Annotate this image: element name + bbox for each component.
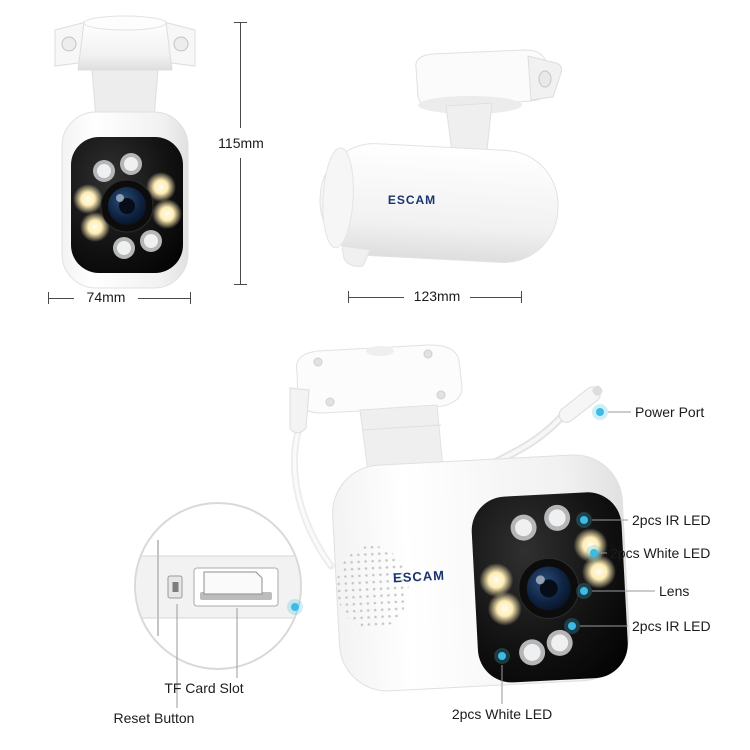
- callout-leaders: [176, 404, 655, 708]
- screw: [313, 357, 323, 367]
- neck: [91, 69, 159, 119]
- white-leds: [73, 172, 182, 242]
- screw: [436, 390, 446, 400]
- callout-label-white-led-bottom: 2pcs White LED: [451, 706, 553, 722]
- screw-hole-left: [61, 36, 77, 52]
- callout-label-ir-led-bottom: 2pcs IR LED: [632, 618, 711, 634]
- mount-clip: [289, 387, 310, 434]
- camera-body: [332, 454, 630, 692]
- ir-led-bottom-dot: [568, 622, 576, 630]
- lens-icon: [518, 557, 580, 619]
- speaker-grille: [336, 545, 409, 630]
- brand-logo-side: ESCAM: [387, 193, 437, 207]
- dimension-lines: [48, 22, 522, 304]
- front-view-camera: [54, 15, 196, 289]
- white-leds: [479, 528, 616, 626]
- callout-label-power-port: Power Port: [635, 404, 705, 420]
- callout-label-tf-card-slot: TF Card Slot: [164, 680, 244, 696]
- power-port-connector: [558, 385, 603, 423]
- lens-icon: [100, 179, 154, 233]
- callout-label-ir-led-top: 2pcs IR LED: [632, 512, 711, 528]
- screw: [325, 397, 335, 407]
- screw-hole-right: [173, 36, 189, 52]
- callout-label-lens: Lens: [659, 583, 690, 599]
- tf-card-detail: [203, 571, 263, 595]
- callout-label-white-led-right: 2pcs White LED: [610, 545, 711, 561]
- main-camera: [289, 344, 630, 692]
- dimension-label-height: 115mm: [218, 135, 264, 151]
- white-led-bottom-dot: [498, 652, 506, 660]
- screw: [423, 349, 433, 359]
- tf-detail-magnifier: [134, 502, 303, 670]
- camera-body: [319, 143, 559, 263]
- neck: [445, 102, 493, 153]
- mount-plate: [295, 344, 463, 414]
- ir-leds: [93, 153, 162, 259]
- side-view-camera: [319, 49, 562, 267]
- lens-dot: [580, 587, 588, 595]
- dimension-label-depth: 123mm: [413, 288, 461, 304]
- power-port-dot: [596, 408, 604, 416]
- callout-label-reset-button: Reset Button: [113, 710, 195, 726]
- tf-location-dot: [291, 603, 299, 611]
- ir-led-top-dot: [580, 516, 588, 524]
- white-led-right-dot: [590, 549, 598, 557]
- screw-hole: [538, 70, 552, 88]
- ir-leds: [510, 504, 573, 666]
- dimension-label-width: 74mm: [86, 289, 126, 305]
